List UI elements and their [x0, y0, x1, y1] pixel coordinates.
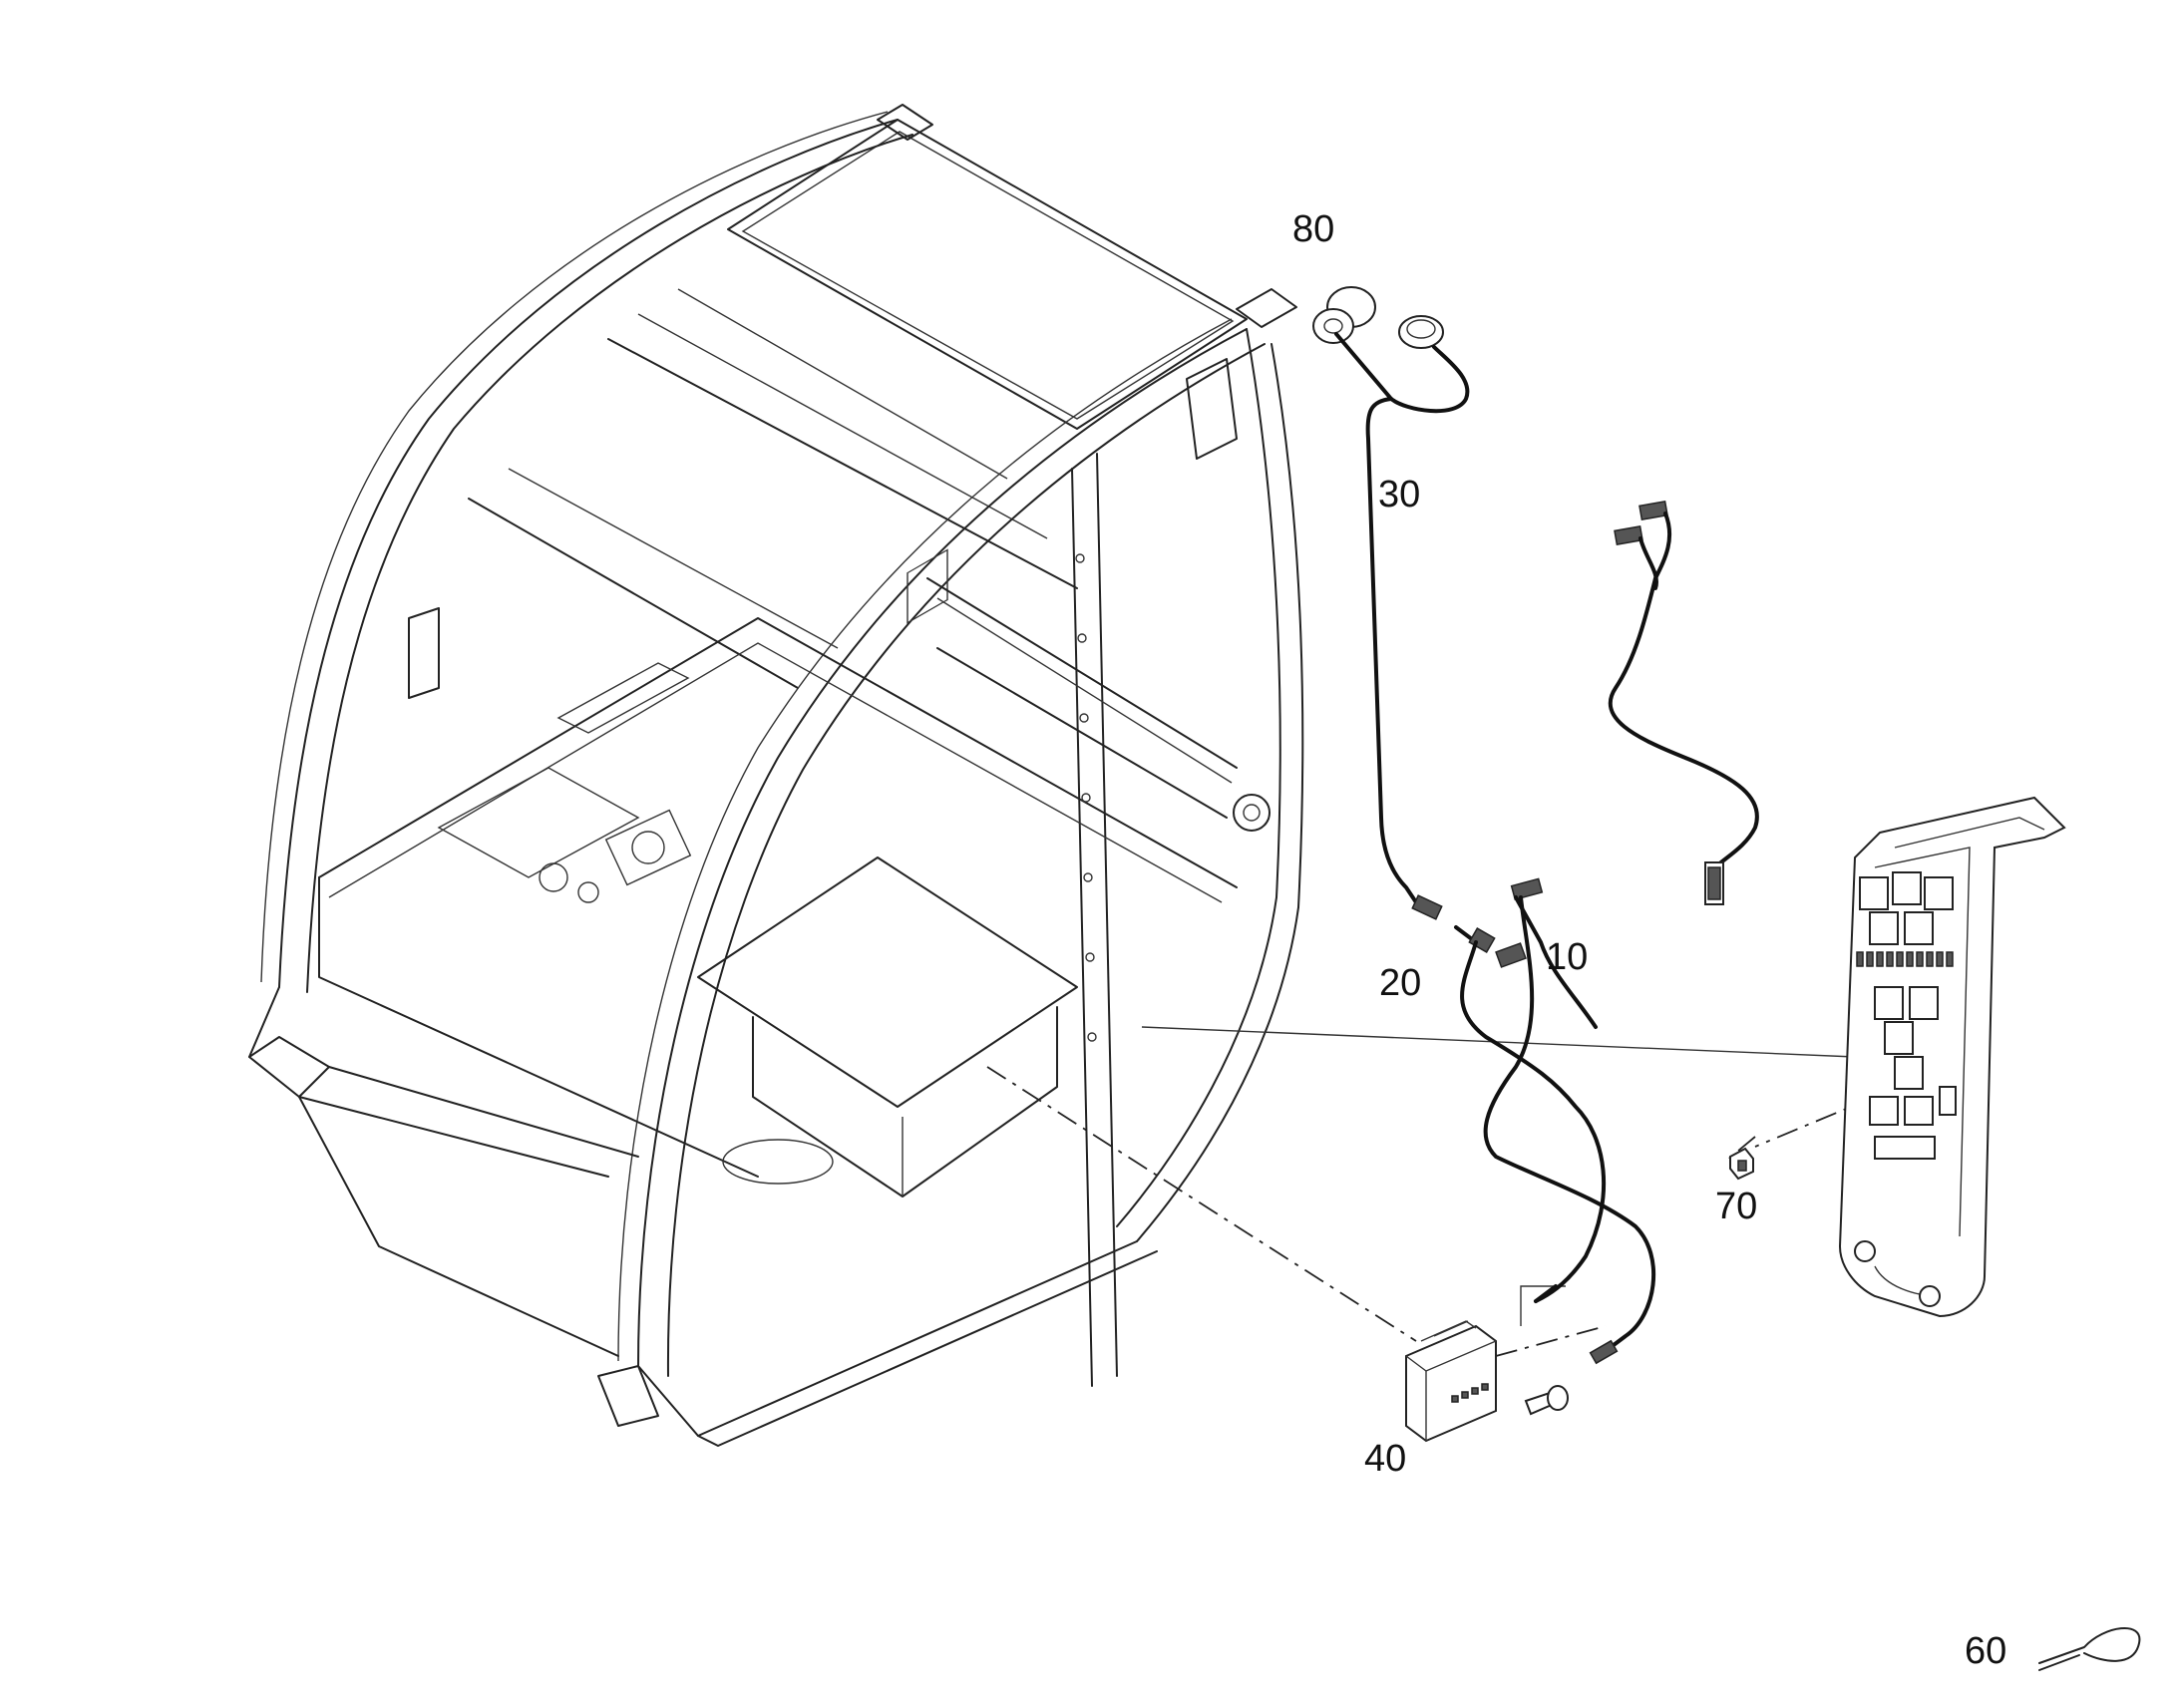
callout-20: 20: [1379, 962, 1421, 1004]
callout-10: 10: [1546, 936, 1588, 978]
part-60-cable-tie: [2038, 1627, 2141, 1671]
callout-30: 30: [1378, 474, 1420, 515]
callout-60: 60: [1965, 1630, 2006, 1672]
fuse-relay-board: [1838, 796, 2066, 1318]
callout-80: 80: [1292, 208, 1334, 250]
part-20-harness: [1454, 925, 1607, 1303]
cab-frame: [248, 104, 1304, 1447]
part-70-relay: [1729, 1147, 1754, 1181]
part-80-antenna-grommet: [1312, 286, 1444, 349]
callout-labels: 80 30 10 20 70 40 60: [1292, 208, 2006, 1672]
part-40-control-unit: [1405, 1320, 1569, 1443]
callout-40: 40: [1364, 1438, 1406, 1480]
part-30-antenna-cable: [1334, 332, 1470, 920]
auxiliary-harness: [1608, 500, 1759, 905]
part-10-harness: [1483, 877, 1656, 1365]
callout-70: 70: [1715, 1186, 1757, 1227]
